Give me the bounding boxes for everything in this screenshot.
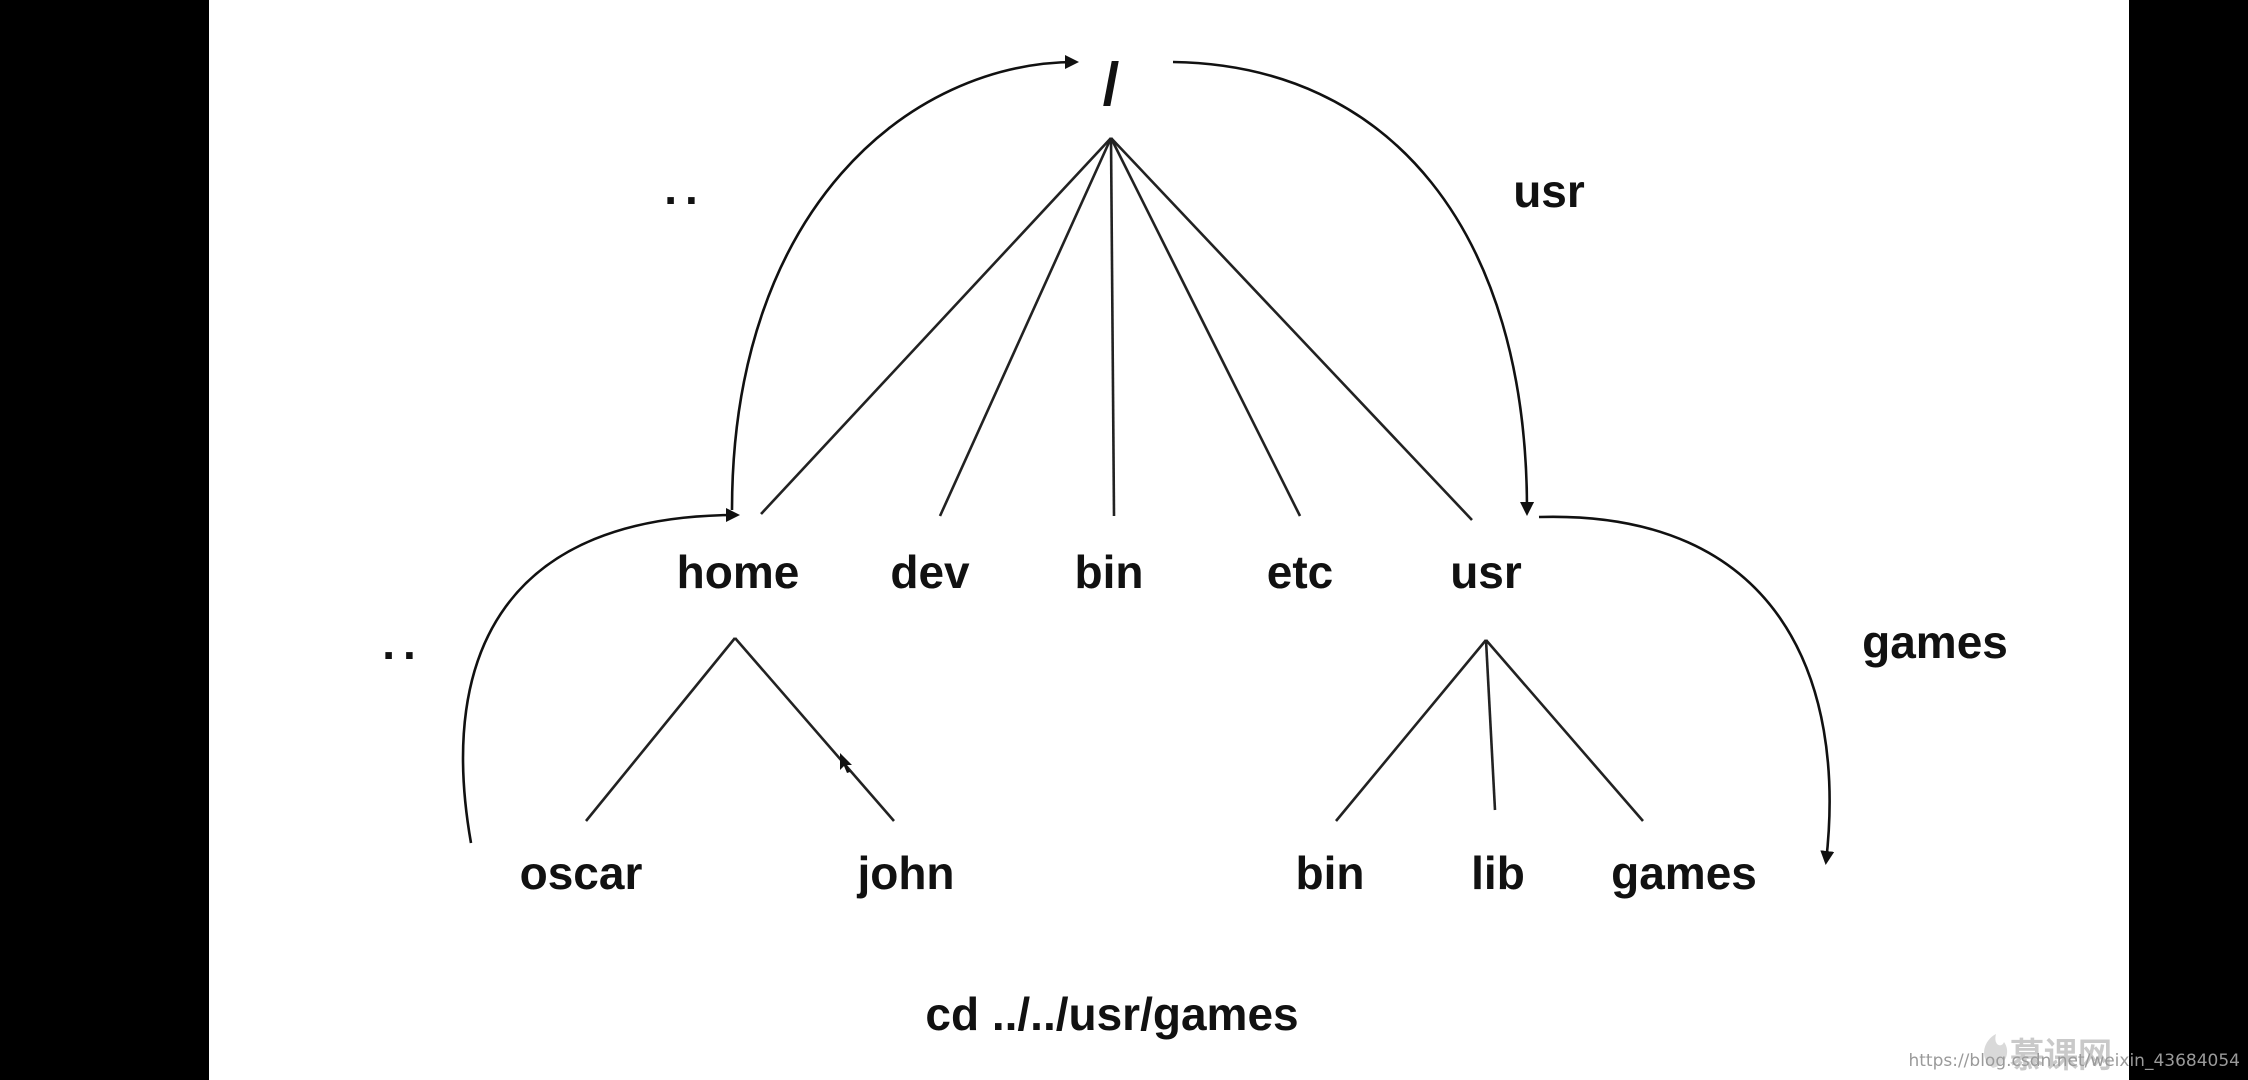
- edge-root-usr: [1110, 137, 1473, 521]
- arc-root-to-usr: [1172, 60, 1535, 516]
- command-caption: cd ../../usr/games: [925, 988, 1298, 1040]
- edge-usr-lib: [1484, 639, 1497, 811]
- node-bin: bin: [1075, 546, 1144, 598]
- node-etc: etc: [1267, 546, 1333, 598]
- directory-tree-diagram: / home dev bin etc usr oscar john bin li…: [382, 51, 2008, 1040]
- root-node: /: [1103, 51, 1120, 118]
- home-edges: [584, 637, 895, 822]
- edge-usr-games: [1485, 639, 1644, 822]
- node-dev: dev: [890, 546, 970, 598]
- slide: / home dev bin etc usr oscar john bin li…: [209, 0, 2129, 1080]
- node-games: games: [1611, 847, 1757, 899]
- usr-edges: [1334, 639, 1644, 822]
- usr-step-label: usr: [1513, 165, 1585, 217]
- mouse-cursor-icon: [840, 753, 852, 773]
- parent-dir-label-upper: ..: [664, 162, 706, 214]
- node-usr-bin: bin: [1296, 847, 1365, 899]
- node-usr: usr: [1450, 546, 1522, 598]
- edge-home-oscar: [584, 637, 737, 822]
- path-step-labels: .. .. usr games: [382, 162, 2008, 669]
- path-arcs: [461, 55, 1835, 865]
- usr-children: bin lib games: [1296, 847, 1757, 899]
- node-oscar: oscar: [520, 847, 643, 899]
- level1-nodes: home dev bin etc usr: [677, 546, 1522, 598]
- root-edges: [760, 137, 1473, 521]
- node-lib: lib: [1471, 847, 1525, 899]
- edge-root-dev: [938, 137, 1113, 517]
- arc-home-to-root: [730, 55, 1079, 511]
- edge-home-john: [734, 637, 895, 822]
- home-children: oscar john: [520, 847, 955, 899]
- edge-usr-bin: [1334, 639, 1488, 822]
- edge-root-etc: [1109, 137, 1302, 517]
- games-step-label: games: [1862, 616, 2008, 668]
- node-home: home: [677, 546, 800, 598]
- arc-oscar-to-home: [461, 508, 740, 844]
- arc-usr-to-games: [1538, 515, 1835, 865]
- edge-root-home: [760, 137, 1112, 515]
- parent-dir-label-lower: ..: [382, 617, 424, 669]
- edge-root-bin: [1109, 137, 1116, 517]
- node-john: john: [856, 847, 954, 899]
